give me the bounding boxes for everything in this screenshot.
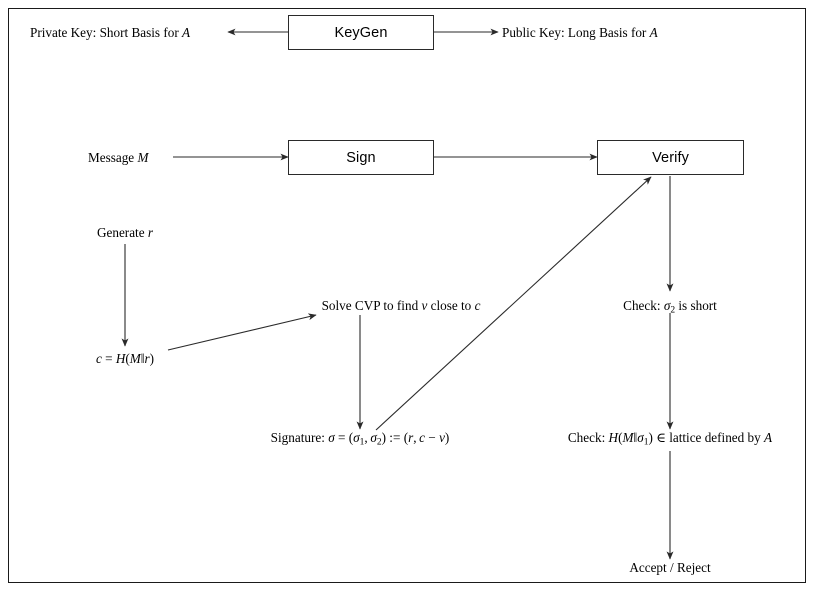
label-signature: Signature: σ = (σ1, σ2) := (r, c − v): [270, 430, 450, 448]
label-message: Message M: [88, 150, 149, 165]
label-solve-cvp: Solve CVP to find v close to c: [321, 298, 481, 313]
label-check-sigma2: Check: σ2 is short: [623, 298, 717, 316]
node-sign[interactable]: Sign: [288, 140, 434, 175]
node-verify[interactable]: Verify: [597, 140, 744, 175]
diagram-frame-border: [8, 8, 806, 583]
label-generate-r: Generate r: [96, 225, 154, 240]
label-accept-reject: Accept / Reject: [629, 560, 711, 575]
label-hash-c: c = H(M‖r): [95, 351, 155, 366]
label-private-key: Private Key: Short Basis for A: [30, 25, 191, 40]
node-keygen[interactable]: KeyGen: [288, 15, 434, 50]
label-public-key: Public Key: Long Basis for A: [502, 25, 658, 40]
label-check-lattice: Check: H(M‖σ1) ∈ lattice defined by A: [567, 430, 773, 448]
